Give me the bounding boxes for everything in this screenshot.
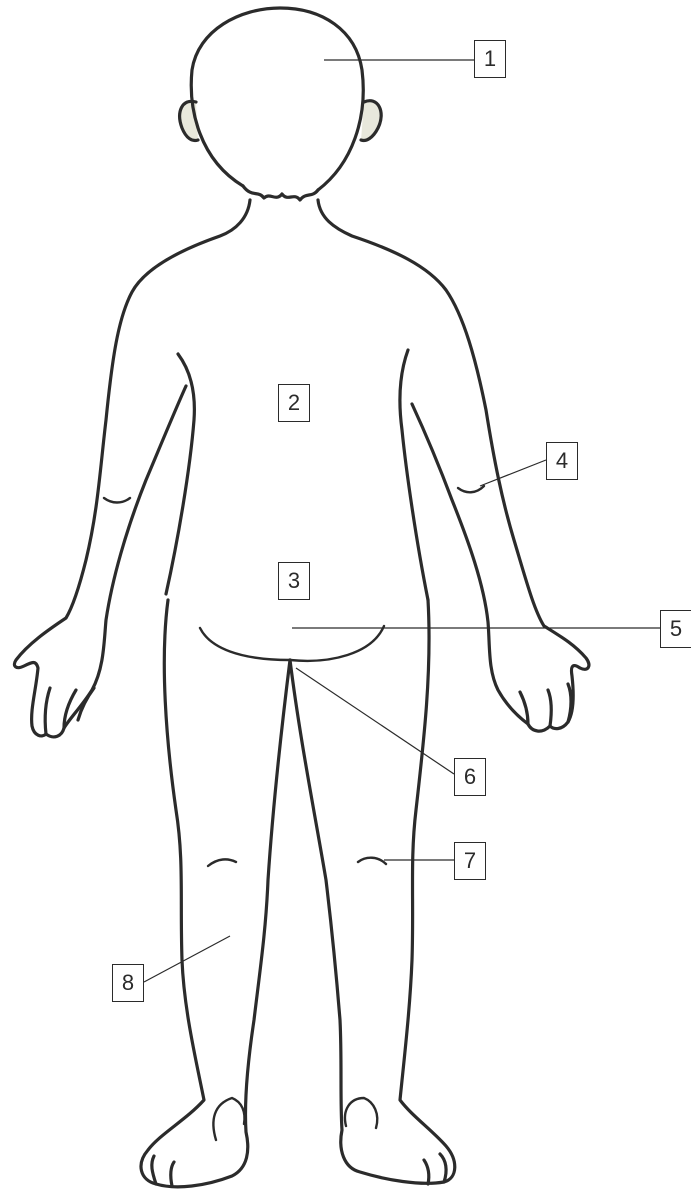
leader-8 (144, 936, 230, 982)
body-outline (14, 200, 588, 1187)
buttocks-right (290, 626, 384, 661)
right-ear (361, 101, 381, 141)
left-arm-inner (166, 354, 194, 594)
label-5: 5 (660, 610, 691, 648)
right-arm-inner (400, 350, 428, 600)
label-3: 3 (278, 562, 310, 600)
right-elbow-crease (458, 486, 484, 492)
label-1: 1 (474, 40, 506, 78)
label-7: 7 (454, 842, 486, 880)
left-knee-crease (208, 859, 236, 866)
right-fingers (520, 684, 571, 726)
right-leg-outer (290, 600, 455, 1183)
left-elbow-crease (104, 498, 130, 503)
left-ankle (213, 1098, 244, 1140)
right-toes (424, 1154, 446, 1184)
leader-4 (480, 460, 546, 486)
left-side-outline (14, 200, 250, 737)
leader-lines (144, 60, 662, 982)
label-6: 6 (454, 758, 486, 796)
leader-6 (296, 668, 454, 774)
left-fingers (45, 688, 94, 734)
label-2: 2 (278, 384, 310, 422)
head (191, 8, 363, 200)
label-4: 4 (546, 442, 578, 480)
left-toes (152, 1156, 174, 1186)
buttocks-left (200, 628, 290, 660)
right-knee-crease (358, 858, 386, 864)
label-8: 8 (112, 964, 144, 1002)
right-ankle (345, 1098, 377, 1128)
left-leg-outer (141, 600, 290, 1187)
ears (180, 101, 381, 141)
